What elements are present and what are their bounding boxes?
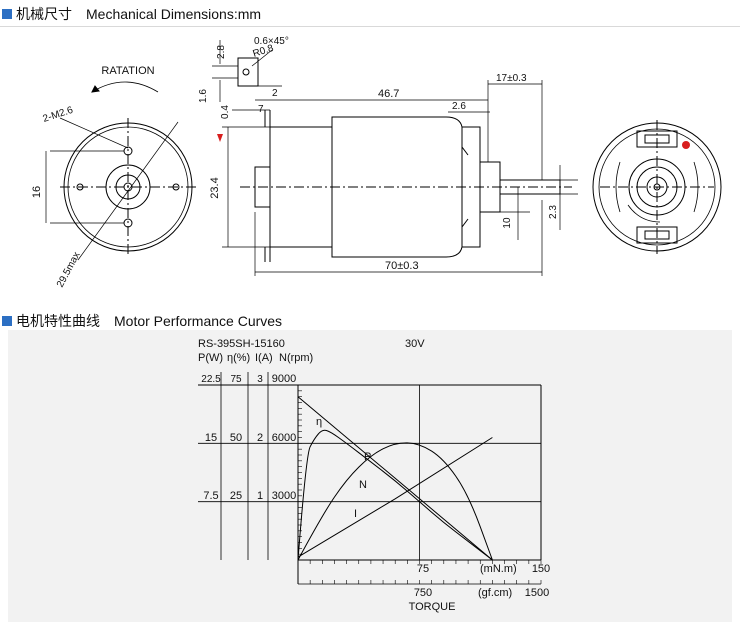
- d16-label: 1.6: [198, 89, 209, 103]
- cell-eta-50: 50: [230, 432, 242, 444]
- m26-label: 2-M2.6: [42, 105, 75, 125]
- red-arrow-marker: [217, 134, 223, 142]
- red-dot-marker: [682, 141, 690, 149]
- perf-title-zh: 电机特性曲线: [16, 313, 100, 329]
- cell-p-15: 15: [205, 432, 217, 444]
- curve-n: [297, 396, 493, 561]
- mech-title-en: Mechanical Dimensions:mm: [86, 6, 262, 22]
- d17-label: 17±0.3: [496, 73, 527, 84]
- d23-label: 2.3: [548, 205, 559, 219]
- curve-i: [297, 437, 493, 558]
- divider: [0, 26, 740, 27]
- cell-n-3000: 3000: [272, 490, 296, 502]
- chart-panel: [8, 330, 732, 622]
- cell-p-75: 7.5: [203, 490, 218, 502]
- d234-label: 23.4: [209, 177, 221, 198]
- performance-curves: [297, 396, 493, 561]
- d04-label: 0.4: [220, 105, 231, 119]
- d467-label: 46.7: [378, 88, 399, 100]
- rotation-label: RATATION: [101, 65, 154, 77]
- cell-eta-25: 25: [230, 490, 242, 502]
- front-view-left: [45, 81, 196, 261]
- row-3000: 7.5 25 1 3000: [203, 490, 296, 502]
- performance-section-header: 电机特性曲线 Motor Performance Curves: [0, 311, 282, 331]
- d2-label: 2: [272, 88, 278, 99]
- voltage-label: 30V: [405, 338, 425, 350]
- d10-label: 10: [502, 217, 513, 229]
- d7-label: 7: [258, 104, 264, 115]
- x-unit-top: (mN.m): [480, 563, 517, 575]
- header-eta: η(%): [227, 352, 250, 364]
- x-tick-750: 750: [414, 587, 432, 599]
- side-view: [212, 40, 578, 276]
- x-unit-bottom: (gf.cm): [478, 587, 512, 599]
- curve-label-n: N: [359, 479, 367, 491]
- cell-i-2: 2: [257, 432, 263, 444]
- curve-eta: [297, 429, 493, 561]
- section-marker-icon: [2, 316, 12, 326]
- mech-title-zh: 机械尺寸: [16, 6, 72, 22]
- x-max-150: 150: [532, 563, 550, 575]
- curve-label-p: P: [364, 451, 371, 463]
- performance-chart: RS-395SH-15160 30V P(W) η(%) I(A) N(rpm)…: [198, 338, 550, 613]
- cell-p-225: 22.5: [201, 374, 221, 385]
- cell-n-6000: 6000: [272, 432, 296, 444]
- d70-label: 70±0.3: [385, 260, 419, 272]
- x-max-1500: 1500: [525, 587, 549, 599]
- front-295-label: 29.5max: [55, 250, 83, 289]
- perf-title-en: Motor Performance Curves: [114, 313, 283, 329]
- front-16-label: 16: [31, 186, 43, 198]
- rear-view: [592, 120, 722, 254]
- curve-p: [297, 442, 493, 561]
- mechanical-drawing: RATATION 2-M2.6 16 29.5max 0.6×45° R0.8 …: [31, 36, 722, 289]
- chamfer-label: 0.6×45°: [254, 36, 289, 47]
- x-tick-75: 75: [417, 563, 429, 575]
- d26-label: 2.6: [452, 101, 466, 112]
- cell-n-9000: 9000: [272, 373, 296, 385]
- row-9000: 22.5 75 3 9000: [201, 373, 296, 385]
- cell-i-1: 1: [257, 490, 263, 502]
- cell-eta-75: 75: [230, 374, 242, 385]
- curve-label-eta: η: [316, 416, 322, 428]
- cell-i-3: 3: [257, 374, 263, 385]
- section-marker-icon: [2, 9, 12, 19]
- row-6000: 15 50 2 6000: [205, 432, 296, 444]
- model-label: RS-395SH-15160: [198, 338, 285, 350]
- curve-label-i: I: [354, 508, 357, 520]
- d28-label: 2.8: [216, 45, 227, 59]
- header-ia: I(A): [255, 352, 273, 364]
- mechanical-section-header: 机械尺寸 Mechanical Dimensions:mm: [0, 4, 261, 24]
- header-pw: P(W): [198, 352, 223, 364]
- header-nrpm: N(rpm): [279, 352, 313, 364]
- x-axis-label: TORQUE: [409, 601, 456, 613]
